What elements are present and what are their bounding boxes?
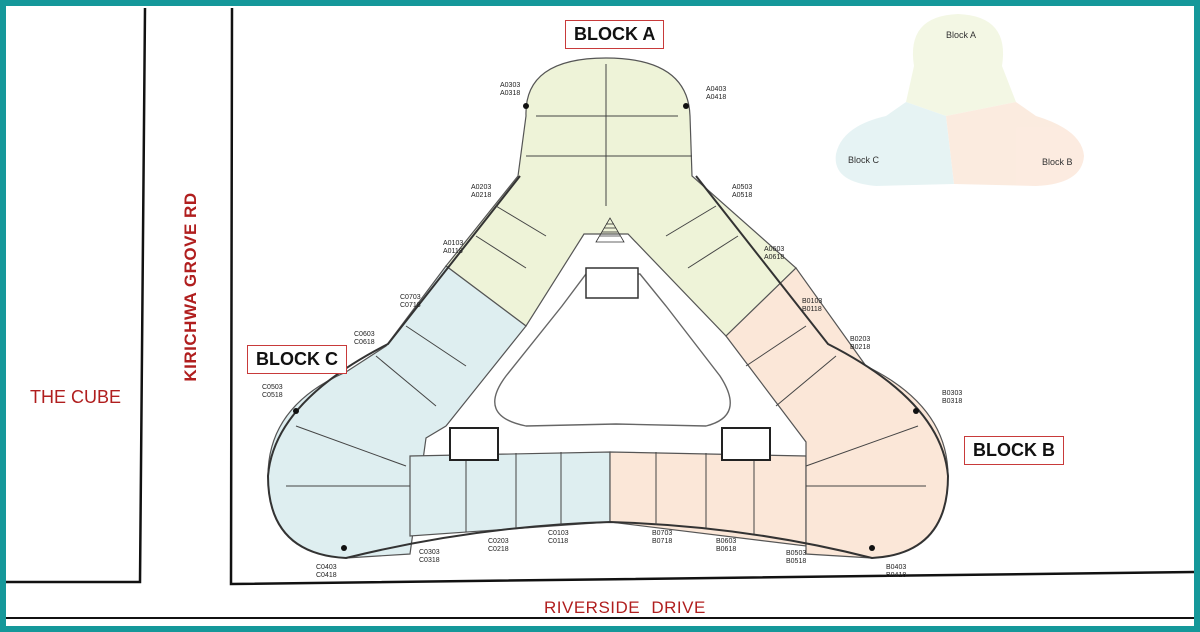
unit-label-c0703: C0703 C0718 [400, 294, 421, 309]
road-boundaries [6, 7, 1194, 619]
unit-label-c0203: C0203 C0218 [488, 538, 509, 553]
key-plan [835, 14, 1084, 186]
key-block-c [835, 102, 954, 186]
key-plan-block-a: Block A [946, 30, 977, 40]
interior-walls [286, 64, 926, 534]
key-block-a [906, 14, 1016, 116]
site-plan-drawing [6, 7, 1194, 619]
unit-label-c0603: C0603 C0618 [354, 331, 375, 346]
unit-label-a0103: A0103 A0118 [443, 240, 464, 255]
unit-label-b0203: B0203 B0218 [850, 336, 871, 351]
unit-label-c0403: C0403 C0418 [316, 564, 337, 579]
courtyard [494, 273, 731, 427]
unit-label-b0703: B0703 B0718 [652, 530, 673, 545]
building-footprint [266, 57, 950, 560]
unit-label-a0403: A0403 A0418 [706, 86, 727, 101]
key-plan-block-c: Block C [848, 155, 880, 165]
unit-label-b0403: B0403 B0418 [886, 564, 907, 579]
block-b-label: BLOCK B [964, 436, 1064, 465]
unit-label-c0503: C0503 C0518 [262, 384, 283, 399]
unit-label-a0203: A0203 A0218 [471, 184, 492, 199]
road-label-riverside-drive: RIVERSIDE DRIVE [544, 598, 706, 617]
stair-core [595, 217, 625, 243]
block-b-bottom [609, 451, 807, 547]
corner-markers [293, 103, 919, 551]
unit-label-b0603: B0603 B0618 [716, 538, 737, 553]
block-a-label: BLOCK A [565, 20, 665, 49]
unit-label-a0603: A0603 A0618 [764, 246, 785, 261]
unit-label-a0303: A0303 A0318 [500, 82, 521, 97]
unit-label-c0103: C0103 C0118 [548, 530, 569, 545]
key-plan-block-b: Block B [1042, 157, 1073, 167]
unit-label-b0103: B0103 B0118 [802, 298, 823, 313]
road-label-the-cube: THE CUBE [30, 387, 122, 407]
block-c-label: BLOCK C [247, 345, 347, 374]
unit-label-b0503: B0503 B0518 [786, 550, 807, 565]
unit-label-a0503: A0503 A0518 [732, 184, 753, 199]
unit-label-c0303: C0303 C0318 [419, 549, 440, 564]
road-label-kirichwa-grove-rd: KIRICHWA GROVE RD [181, 192, 200, 382]
key-block-b [946, 102, 1084, 186]
unit-label-b0303: B0303 B0318 [942, 390, 963, 405]
